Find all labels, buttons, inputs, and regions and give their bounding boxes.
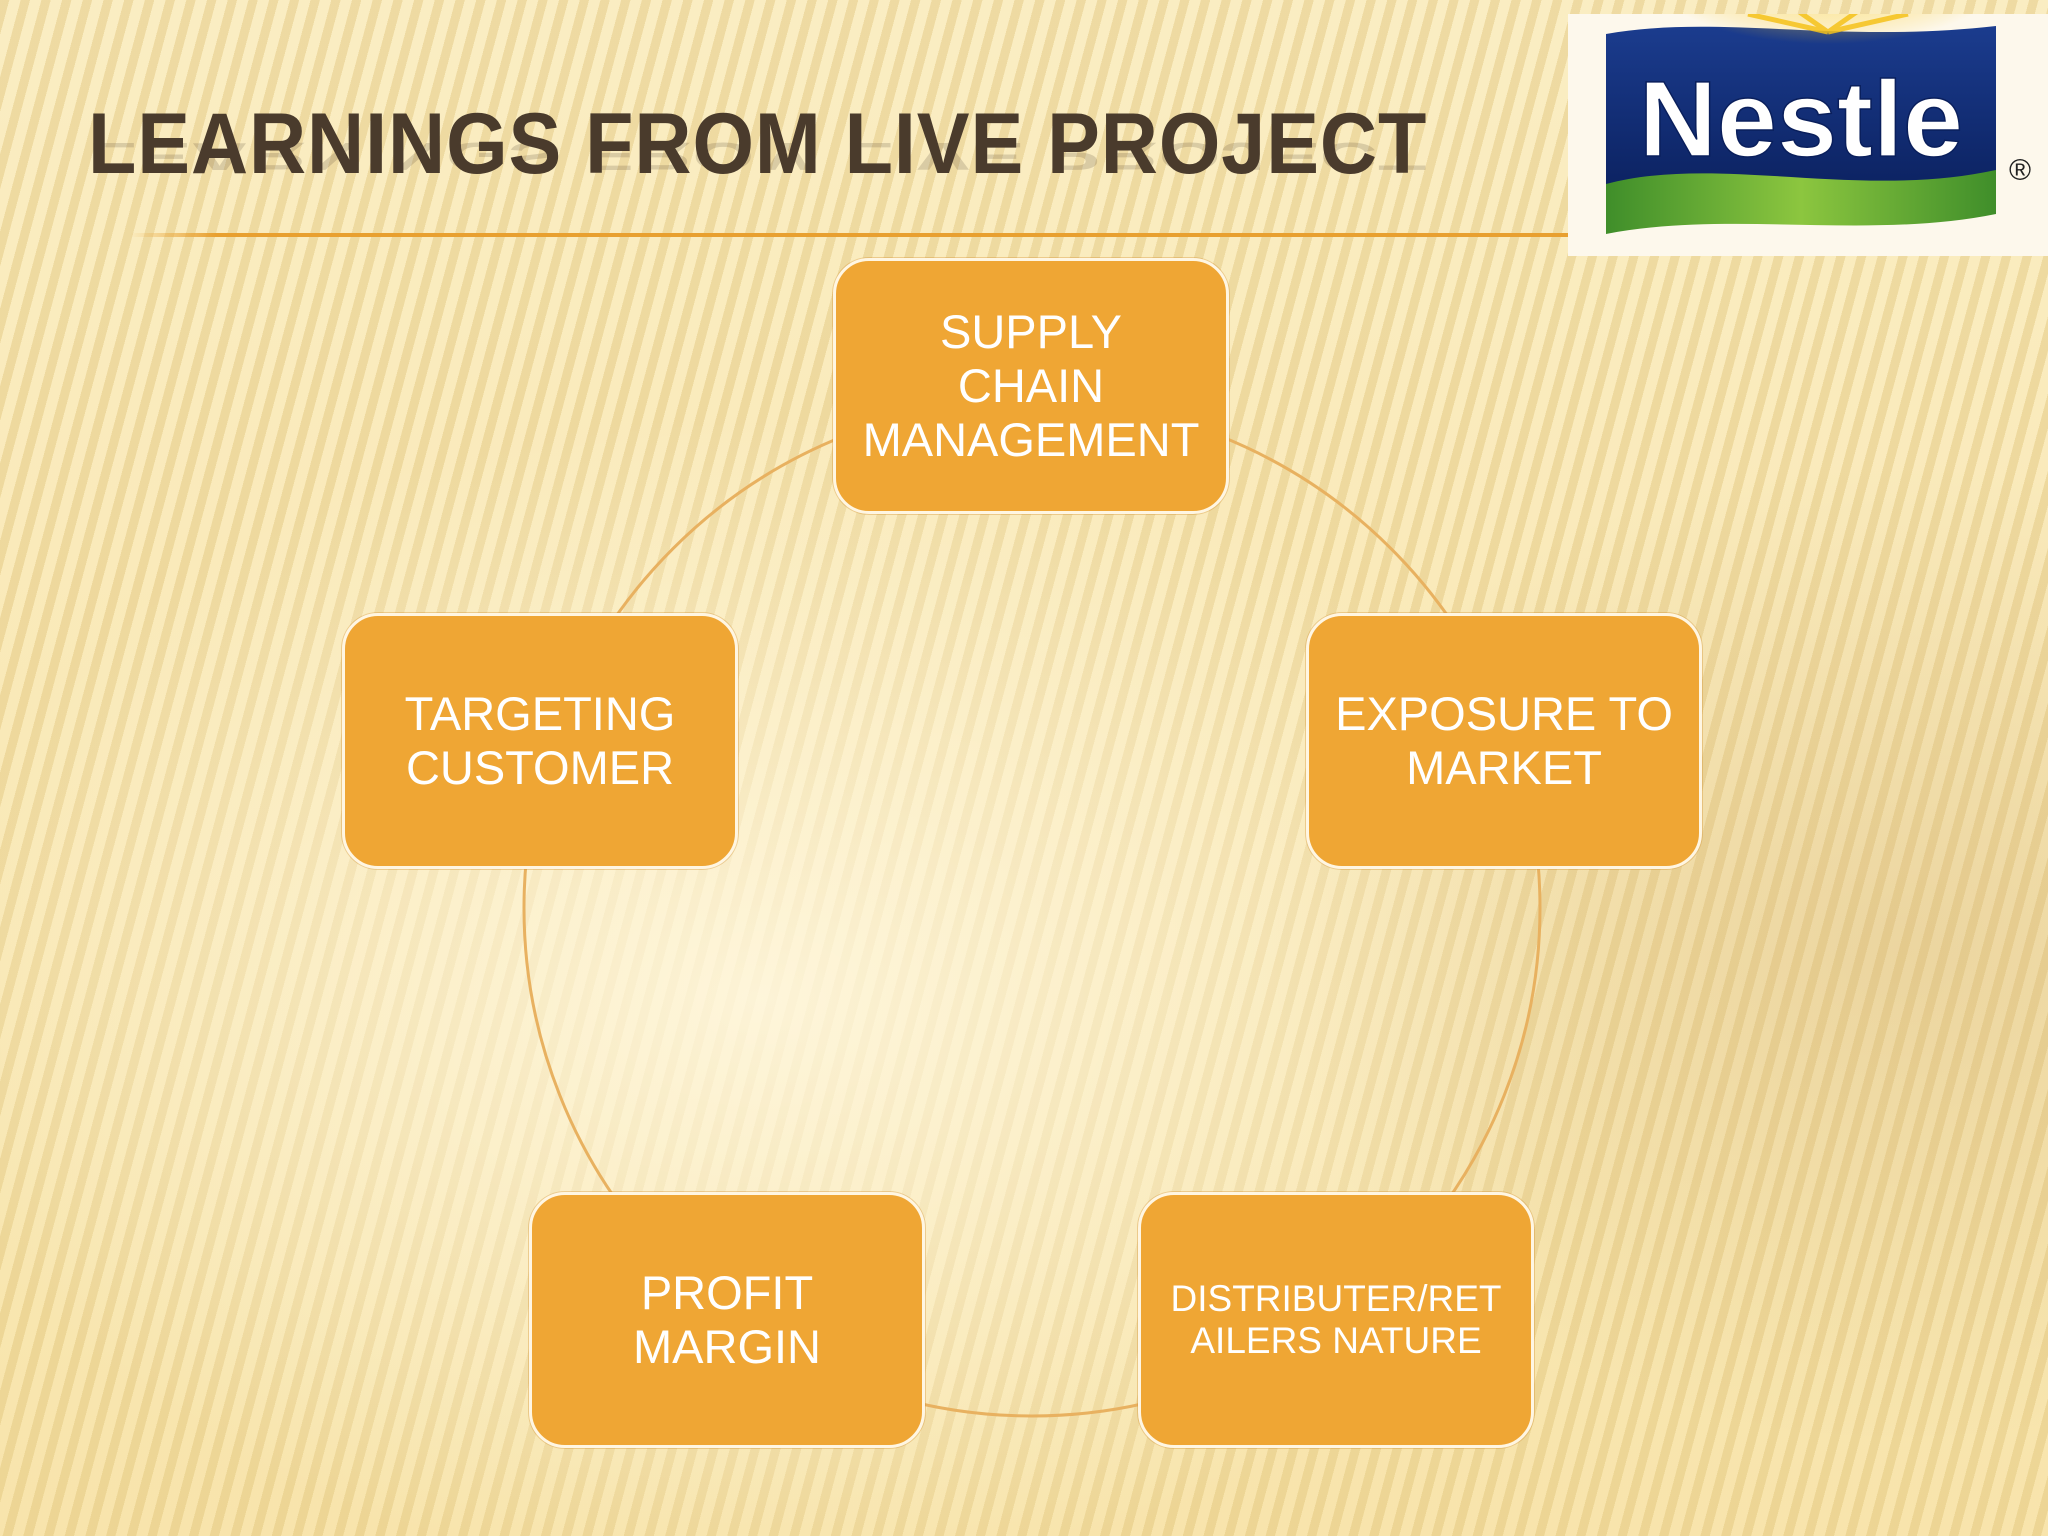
registered-mark: ® (2009, 154, 2031, 187)
node-exposure-to-market: EXPOSURE TO MARKET (1306, 613, 1702, 869)
logo-wordmark: Nestle (1639, 58, 1963, 179)
node-targeting-customer: TARGETING CUSTOMER (342, 613, 738, 869)
title-underline (130, 233, 1570, 237)
node-label: EXPOSURE TO MARKET (1335, 687, 1673, 794)
node-supply-chain-management: SUPPLY CHAIN MANAGEMENT (833, 258, 1229, 514)
slide-title: LEARNINGS FROM LIVE PROJECT (88, 96, 1428, 192)
nestle-logo: Nestle ® (1568, 14, 2048, 256)
node-distributer-retailers-nature: DISTRIBUTER/RET AILERS NATURE (1138, 1192, 1534, 1448)
node-profit-margin: PROFIT MARGIN (529, 1192, 925, 1448)
node-label: DISTRIBUTER/RET AILERS NATURE (1170, 1278, 1502, 1361)
node-label: SUPPLY CHAIN MANAGEMENT (862, 305, 1200, 466)
node-label: PROFIT MARGIN (633, 1266, 821, 1373)
node-label: TARGETING CUSTOMER (404, 687, 676, 794)
